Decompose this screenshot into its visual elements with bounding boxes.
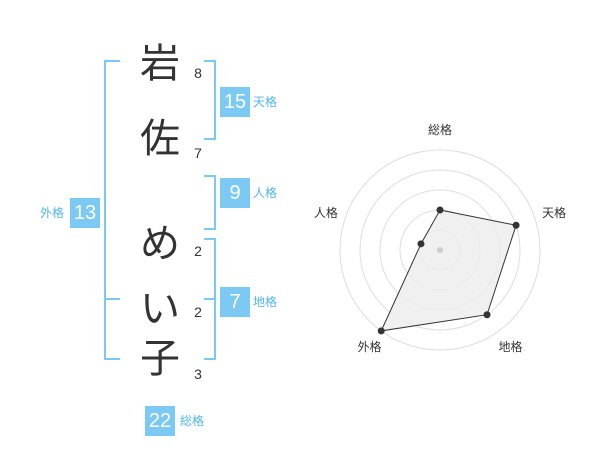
- gaikaku-label: 外格: [40, 206, 65, 220]
- radar-axis-label-3: 地格: [499, 339, 523, 354]
- soukaku-value: 22: [145, 406, 175, 436]
- radar-axis-label-4: 外格: [357, 339, 381, 354]
- radar-point-1: [436, 206, 444, 214]
- name-char-5: 子: [140, 336, 180, 382]
- tenkaku-label: 天格: [253, 95, 278, 109]
- stroke-count-3: 2: [194, 243, 202, 259]
- jinkaku-value: 9: [220, 178, 250, 208]
- tenkaku-value: 15: [220, 87, 250, 117]
- radar-axis-label-1: 総格: [428, 122, 452, 137]
- chikaku-label: 地格: [253, 295, 278, 309]
- tenkaku-bracket: [204, 60, 216, 140]
- radar-axis-label-2: 天格: [542, 205, 566, 220]
- gaikaku-value: 13: [70, 198, 100, 228]
- chikaku-bracket-tick: [204, 298, 216, 300]
- radar-ring: [339, 149, 541, 351]
- gaikaku-bracket: [104, 60, 120, 360]
- radar-axis-label-5: 人格: [314, 205, 338, 220]
- radar-point-3: [483, 311, 491, 319]
- stroke-count-2: 7: [194, 145, 202, 161]
- radar-point-2: [512, 221, 520, 229]
- name-char-3: め: [140, 221, 180, 267]
- soukaku-label: 総格: [180, 414, 205, 428]
- radar-ring: [359, 169, 521, 331]
- jinkaku-bracket: [204, 175, 216, 230]
- radar-point-5: [417, 240, 425, 248]
- stroke-count-5: 3: [194, 366, 202, 382]
- name-char-2: 佐: [140, 116, 180, 162]
- gaikaku-bracket-tick: [104, 298, 120, 300]
- stroke-count-4: 2: [194, 304, 202, 320]
- name-char-4: い: [140, 286, 180, 332]
- radar-point-4: [377, 327, 385, 335]
- name-char-1: 岩: [140, 41, 180, 87]
- radar-area: [380, 209, 517, 332]
- stroke-count-1: 8: [194, 65, 202, 81]
- jinkaku-label: 人格: [253, 186, 278, 200]
- chikaku-value: 7: [220, 287, 250, 317]
- radar-center-dot: [437, 247, 443, 253]
